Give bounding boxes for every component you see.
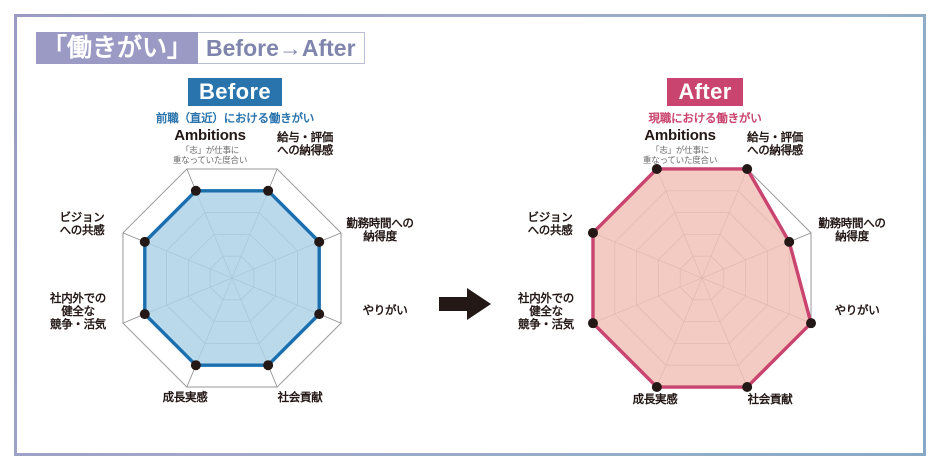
panel-after-header: After 現職における働きがい [510, 78, 900, 126]
arrow-right-icon [437, 285, 495, 323]
axis-label-social-contribution: 社会貢献 [277, 392, 323, 404]
caption-before: 前職（直近）における働きがい [155, 113, 315, 125]
axis-label-pay-evaluation: 給与・評価 への納得感 [277, 132, 333, 157]
panel-before-header: Before 前職（直近）における働きがい [40, 78, 430, 126]
axis-label-working-hours: 勤務時間への 納得度 [818, 218, 886, 243]
caption-after: 現職における働きがい [648, 113, 762, 125]
radar-chart-before: Ambitions 「志」が仕事に 重なっていた度合い 給与・評価 への納得感 … [40, 127, 430, 440]
page-title-english: Before→After [198, 32, 365, 64]
axis-label-vision: ビジョン への共感 [59, 212, 105, 237]
badge-after: After [667, 78, 743, 106]
panel-after: After 現職における働きがい Ambitions 「志」が仕事に 重なってい… [510, 78, 900, 448]
panel-before: Before 前職（直近）における働きがい Ambitions 「志」が仕事に … [40, 78, 430, 448]
axis-label-vision: ビジョン への共感 [527, 212, 573, 237]
radar-chart-after-svg [587, 163, 817, 393]
axis-label-growth: 成長実感 [162, 392, 208, 404]
page-title: 「働きがい」 Before→After [36, 32, 365, 64]
axis-label-worthwhileness: やりがい [362, 305, 408, 317]
radar-chart-after: Ambitions 「志」が仕事に 重なっていた度合い 給与・評価 への納得感 … [510, 127, 900, 440]
axis-label-worthwhileness: やりがい [834, 305, 880, 317]
axis-label-competition: 社内外での 健全な 競争・活気 [518, 293, 574, 331]
axis-label-working-hours: 勤務時間への 納得度 [346, 218, 414, 243]
radar-chart-before-svg [122, 168, 342, 388]
axis-label-growth: 成長実感 [632, 394, 678, 406]
badge-before: Before [187, 78, 283, 106]
axis-label-competition: 社内外での 健全な 競争・活気 [50, 293, 106, 331]
axis-label-ambitions: Ambitions 「志」が仕事に 重なっていた度合い [172, 127, 248, 166]
page-title-japanese: 「働きがい」 [36, 32, 199, 64]
axis-label-pay-evaluation: 給与・評価 への納得感 [747, 132, 803, 157]
axis-label-social-contribution: 社会貢献 [747, 394, 793, 406]
axis-label-ambitions: Ambitions 「志」が仕事に 重なっていた度合い [642, 127, 718, 166]
